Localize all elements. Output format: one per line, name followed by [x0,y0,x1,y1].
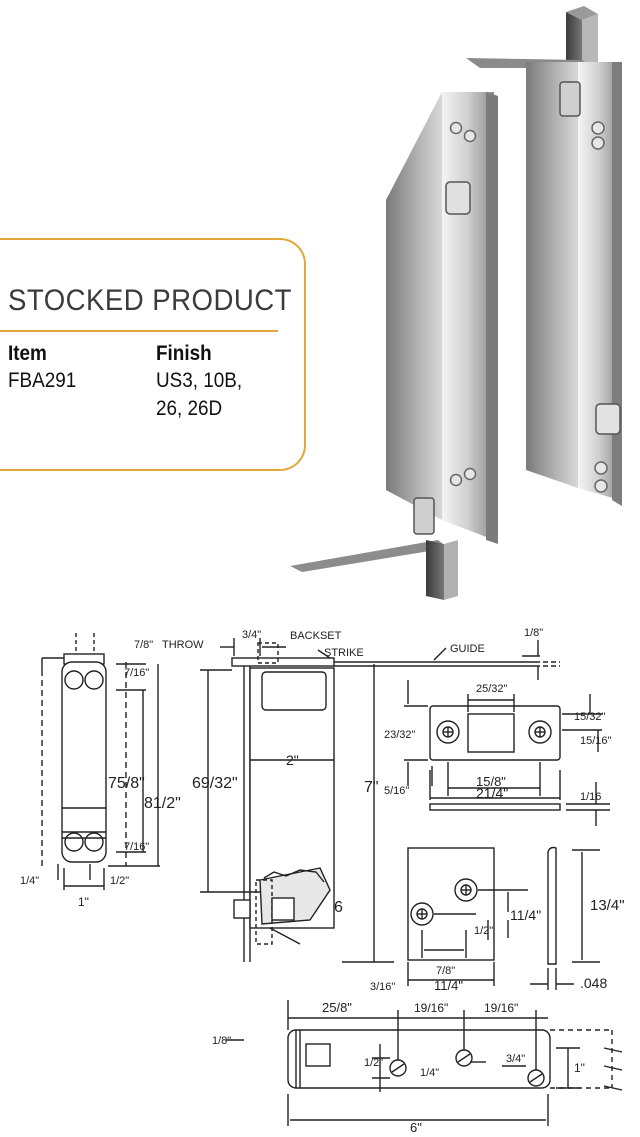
dim-1-9-16-b: 19/16" [484,1001,518,1015]
dim-6-9-32: 69/32" [192,775,238,792]
dim-1-3-4: 13/4" [590,897,625,914]
dim-25-32: 25/32" [476,683,508,695]
dim-5-16: 5/16" [384,785,409,797]
dim-8-1-2: 81/2" [144,795,181,812]
dim-3-4-backset: 3/4" [242,629,261,641]
title-divider [0,330,278,332]
dim-048: .048 [580,975,607,991]
dim-1-4: 1/4" [20,875,39,887]
dim-1-9-16-a: 19/16" [414,1001,448,1015]
dim-1-16: 1/16 [580,791,601,803]
stocked-product-title: STOCKED PRODUCT [8,284,292,317]
dim-2-5-8: 25/8" [322,1000,352,1015]
item-column-header: Item [8,342,47,365]
dim-1-1-4-horizontal: 11/4" [434,978,463,993]
dim-7-16-top: 7/16" [124,667,149,679]
dim-2-1-4: 21/4" [476,785,508,801]
dim-6-small: 6 [334,899,343,916]
dim-15-16: 15/16" [580,735,612,747]
dimension-labels: 7/8" THROW 7/16" 75/8" 81/2" 7/16" 1/4" … [20,627,625,1135]
stocked-product-card [0,238,306,471]
dim-1-2-vertical: 1/2" [474,925,493,937]
label-throw: THROW [162,639,204,651]
dim-6: 6" [410,1120,422,1135]
dim-15-32: 15/32" [574,711,606,723]
label-strike: STRIKE [324,647,364,659]
dim-1-8-bottom: 1/8" [212,1035,231,1047]
item-value: FBA291 [8,369,77,392]
finish-value-line2: 26, 26D [156,397,223,420]
dim-7-5-8: 75/8" [108,775,145,792]
dim-7-8: 7/8" [134,639,153,651]
dim-1: 1" [78,895,89,909]
dim-1-8-top: 1/8" [524,627,543,639]
dim-1-2-plate: 1/2" [364,1057,383,1069]
dim-1-2-side: 1/2" [110,875,129,887]
finish-column-header: Finish [156,342,212,365]
dim-1-4-plate: 1/4" [420,1067,439,1079]
label-guide: GUIDE [450,643,485,655]
dim-7: 7" [364,779,379,796]
guide-plate-drawing [407,846,600,990]
label-backset: BACKSET [290,630,342,642]
flush-bolt-photo-left [290,92,498,600]
bottom-plate-drawing [287,1000,623,1126]
dim-1-1-4-vertical: 11/4" [510,907,541,923]
finish-value-line1: US3, 10B, [156,369,243,392]
dim-1-5-8: 15/8" [476,774,506,789]
flush-bolt-photo-right [466,6,622,506]
front-view-drawing [41,633,160,890]
dim-3-16: 3/16" [370,981,395,993]
dim-3-4-plate: 3/4" [506,1053,525,1065]
side-view-drawing [200,638,560,1041]
dim-7-8-horizontal: 7/8" [436,965,455,977]
dim-23-32: 23/32" [384,729,416,741]
dim-2: 2" [286,752,299,768]
strike-plate-drawing [404,680,610,826]
dim-1-plate: 1" [574,1061,585,1075]
dim-7-16-bottom: 7/16" [124,841,149,853]
